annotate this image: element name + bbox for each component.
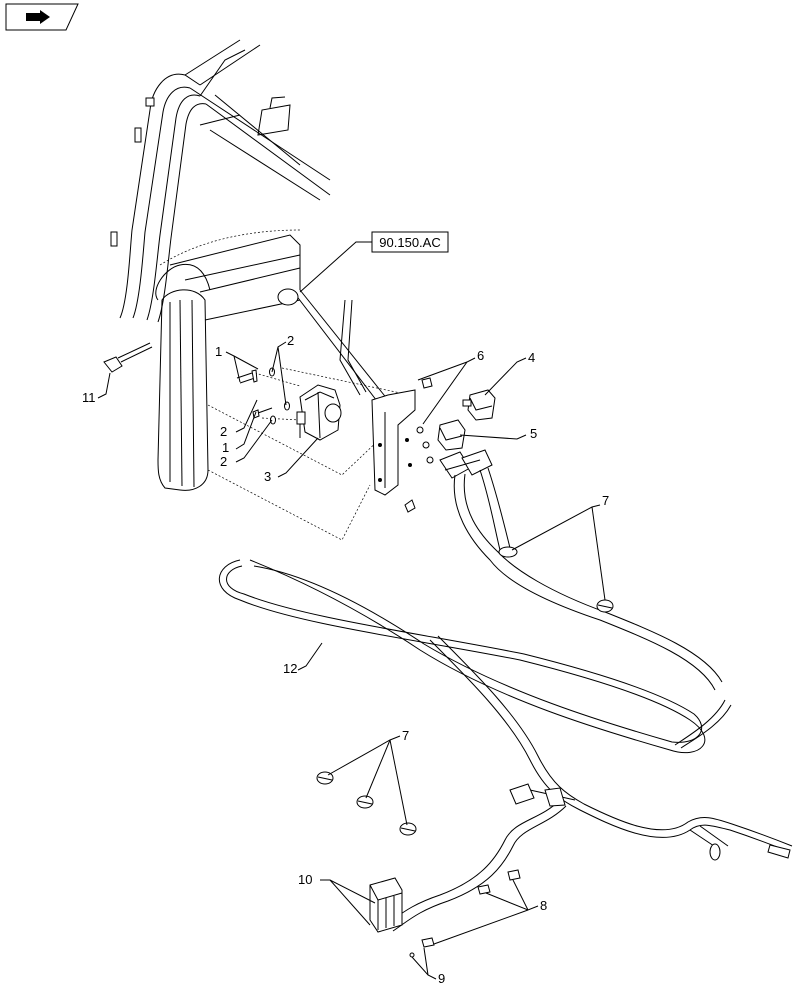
fasteners xyxy=(409,869,521,958)
callout-9: 9 xyxy=(438,971,445,986)
callout-7: 7 xyxy=(402,728,409,743)
nuts-6 xyxy=(416,426,434,464)
callout-2: 2 xyxy=(287,333,294,348)
connector-block xyxy=(369,877,403,933)
clip-7-d xyxy=(399,822,417,836)
clip-7-b xyxy=(316,771,334,785)
cable-tie xyxy=(103,342,153,373)
callout-7: 7 xyxy=(602,493,609,508)
reference-label: 90.150.AC xyxy=(379,235,440,250)
callout-12: 12 xyxy=(283,661,297,676)
cab-frame xyxy=(110,39,389,491)
control-module xyxy=(296,384,342,441)
clip-7-a xyxy=(596,599,614,613)
leader-lines xyxy=(97,341,606,980)
relay-5 xyxy=(437,419,466,451)
clip-7-c xyxy=(356,795,374,809)
relay-4 xyxy=(462,389,496,421)
upper-harness xyxy=(453,467,723,691)
harness-connectors-upper xyxy=(439,449,493,479)
callout-8: 8 xyxy=(540,898,547,913)
callout-4: 4 xyxy=(528,350,535,365)
callout-2: 2 xyxy=(220,454,227,469)
callout-6: 6 xyxy=(477,348,484,363)
callout-11: 11 xyxy=(82,390,96,405)
lower-harness xyxy=(384,635,793,932)
callout-10: 10 xyxy=(298,872,312,887)
reference-box[interactable]: 90.150.AC xyxy=(299,231,449,293)
main-harness-loop xyxy=(218,559,732,754)
callout-2: 2 xyxy=(220,424,227,439)
callout-1: 1 xyxy=(215,344,222,359)
catalog-page-icon[interactable] xyxy=(5,3,79,31)
callout-1: 1 xyxy=(222,440,229,455)
callout-3: 3 xyxy=(264,469,271,484)
callouts: 1 2 2 1 2 3 6 4 5 7 11 12 7 8 9 10 xyxy=(82,333,609,986)
mounting-bracket xyxy=(371,377,433,513)
callout-5: 5 xyxy=(530,426,537,441)
